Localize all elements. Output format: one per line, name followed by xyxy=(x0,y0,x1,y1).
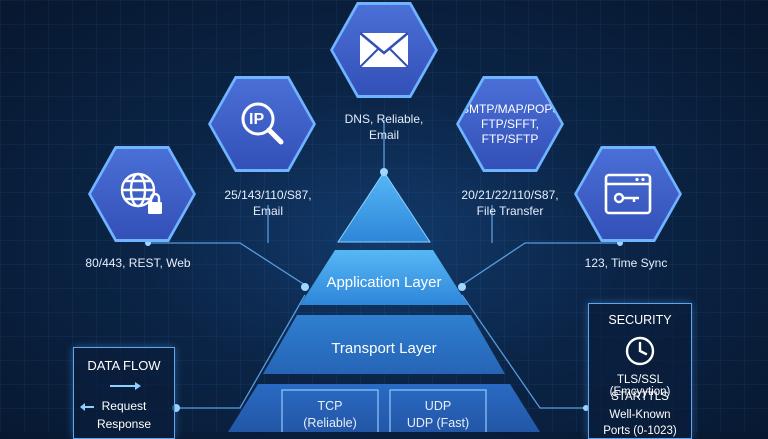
pyramid-transport-layer xyxy=(263,315,505,374)
email-label-line-1: DNS, Reliable, xyxy=(344,112,424,126)
pyramid-apex xyxy=(337,171,431,243)
data-flow-response: Response xyxy=(96,417,152,431)
protocols-line-3: FTP/SFTP xyxy=(481,131,539,146)
envelope-icon xyxy=(359,32,409,68)
tcp-label-line-2: (Reliable) xyxy=(303,416,357,430)
connector-dataflow xyxy=(176,294,306,409)
time-label: 123, Time Sync xyxy=(584,256,668,270)
arrow-left-icon xyxy=(80,403,94,411)
connector-time xyxy=(461,242,620,286)
protocols-label-line-2: File Transfer xyxy=(476,204,544,218)
security-line-3: Well-Known xyxy=(609,409,671,421)
udp-label-line-1: UDP xyxy=(424,399,452,413)
security-title: SECURITY xyxy=(608,313,672,327)
tcp-box xyxy=(281,389,379,432)
pyramid-application-layer xyxy=(300,250,468,305)
email-label: DNS, Reliable, Email xyxy=(324,111,444,143)
security-line-2: STARTTLS xyxy=(611,391,669,403)
udp-label-line-2: UDP (Fast) xyxy=(406,416,470,430)
protocols-hexagon-text: SMTP/MAP/POP3 FTP/SFFT, FTP/SFTP xyxy=(461,102,559,147)
udp-label: UDP UDP (Fast) xyxy=(390,398,486,432)
clock-icon xyxy=(625,336,655,366)
glow-dot xyxy=(380,168,388,176)
ip-text: IP xyxy=(249,111,265,128)
connector-security xyxy=(461,294,586,409)
ip-label-line-2: Email xyxy=(252,204,283,218)
web-hexagon[interactable] xyxy=(88,146,196,242)
transport-layer-label: Transport Layer xyxy=(331,340,437,357)
arrow-right-icon xyxy=(110,382,141,390)
ip-hexagon[interactable]: IP xyxy=(208,76,316,172)
data-flow-title: DATA FLOW xyxy=(87,358,161,373)
tcp-label-line-1: TCP xyxy=(317,399,343,413)
connector-web xyxy=(148,242,306,286)
protocols-hexagon[interactable]: SMTP/MAP/POP3 FTP/SFFT, FTP/SFTP xyxy=(456,76,564,172)
glow-dot xyxy=(458,283,466,291)
email-hexagon[interactable] xyxy=(330,2,438,98)
security-line-1: TLS/SSL (Emcyytion) xyxy=(609,374,671,398)
data-flow-request: Request xyxy=(101,399,147,413)
ip-search-icon xyxy=(241,102,284,145)
application-layer-label: Application Layer xyxy=(326,274,442,291)
security-panel: SECURITY TLS/SSL (Emcyytion) STARTTLS We… xyxy=(588,303,692,439)
data-flow-panel: DATA FLOW Request Response xyxy=(73,347,175,439)
browser-key-icon xyxy=(604,173,652,215)
udp-box xyxy=(389,389,487,432)
protocols-line-1: SMTP/MAP/POP3 xyxy=(460,101,560,116)
protocols-label-line-1: 20/21/22/110/S87, xyxy=(461,188,559,202)
protocols-label: 20/21/22/110/S87, File Transfer xyxy=(440,187,580,219)
globe-lock-icon xyxy=(120,172,162,214)
web-label: 80/443, REST, Web xyxy=(85,256,191,270)
tcp-label: TCP (Reliable) xyxy=(282,398,378,432)
glow-dot xyxy=(301,283,309,291)
ip-label-line-1: 25/143/110/S87, xyxy=(224,188,312,202)
protocols-line-2: FTP/SFFT, xyxy=(481,116,539,131)
time-hexagon[interactable] xyxy=(574,146,682,242)
pyramid-network-layer xyxy=(228,384,540,432)
ip-label: 25/143/110/S87, Email xyxy=(208,187,328,219)
security-line-4: Ports (0-1023) xyxy=(603,425,677,437)
email-label-line-2: Email xyxy=(368,128,399,142)
glow-dot xyxy=(583,405,589,411)
